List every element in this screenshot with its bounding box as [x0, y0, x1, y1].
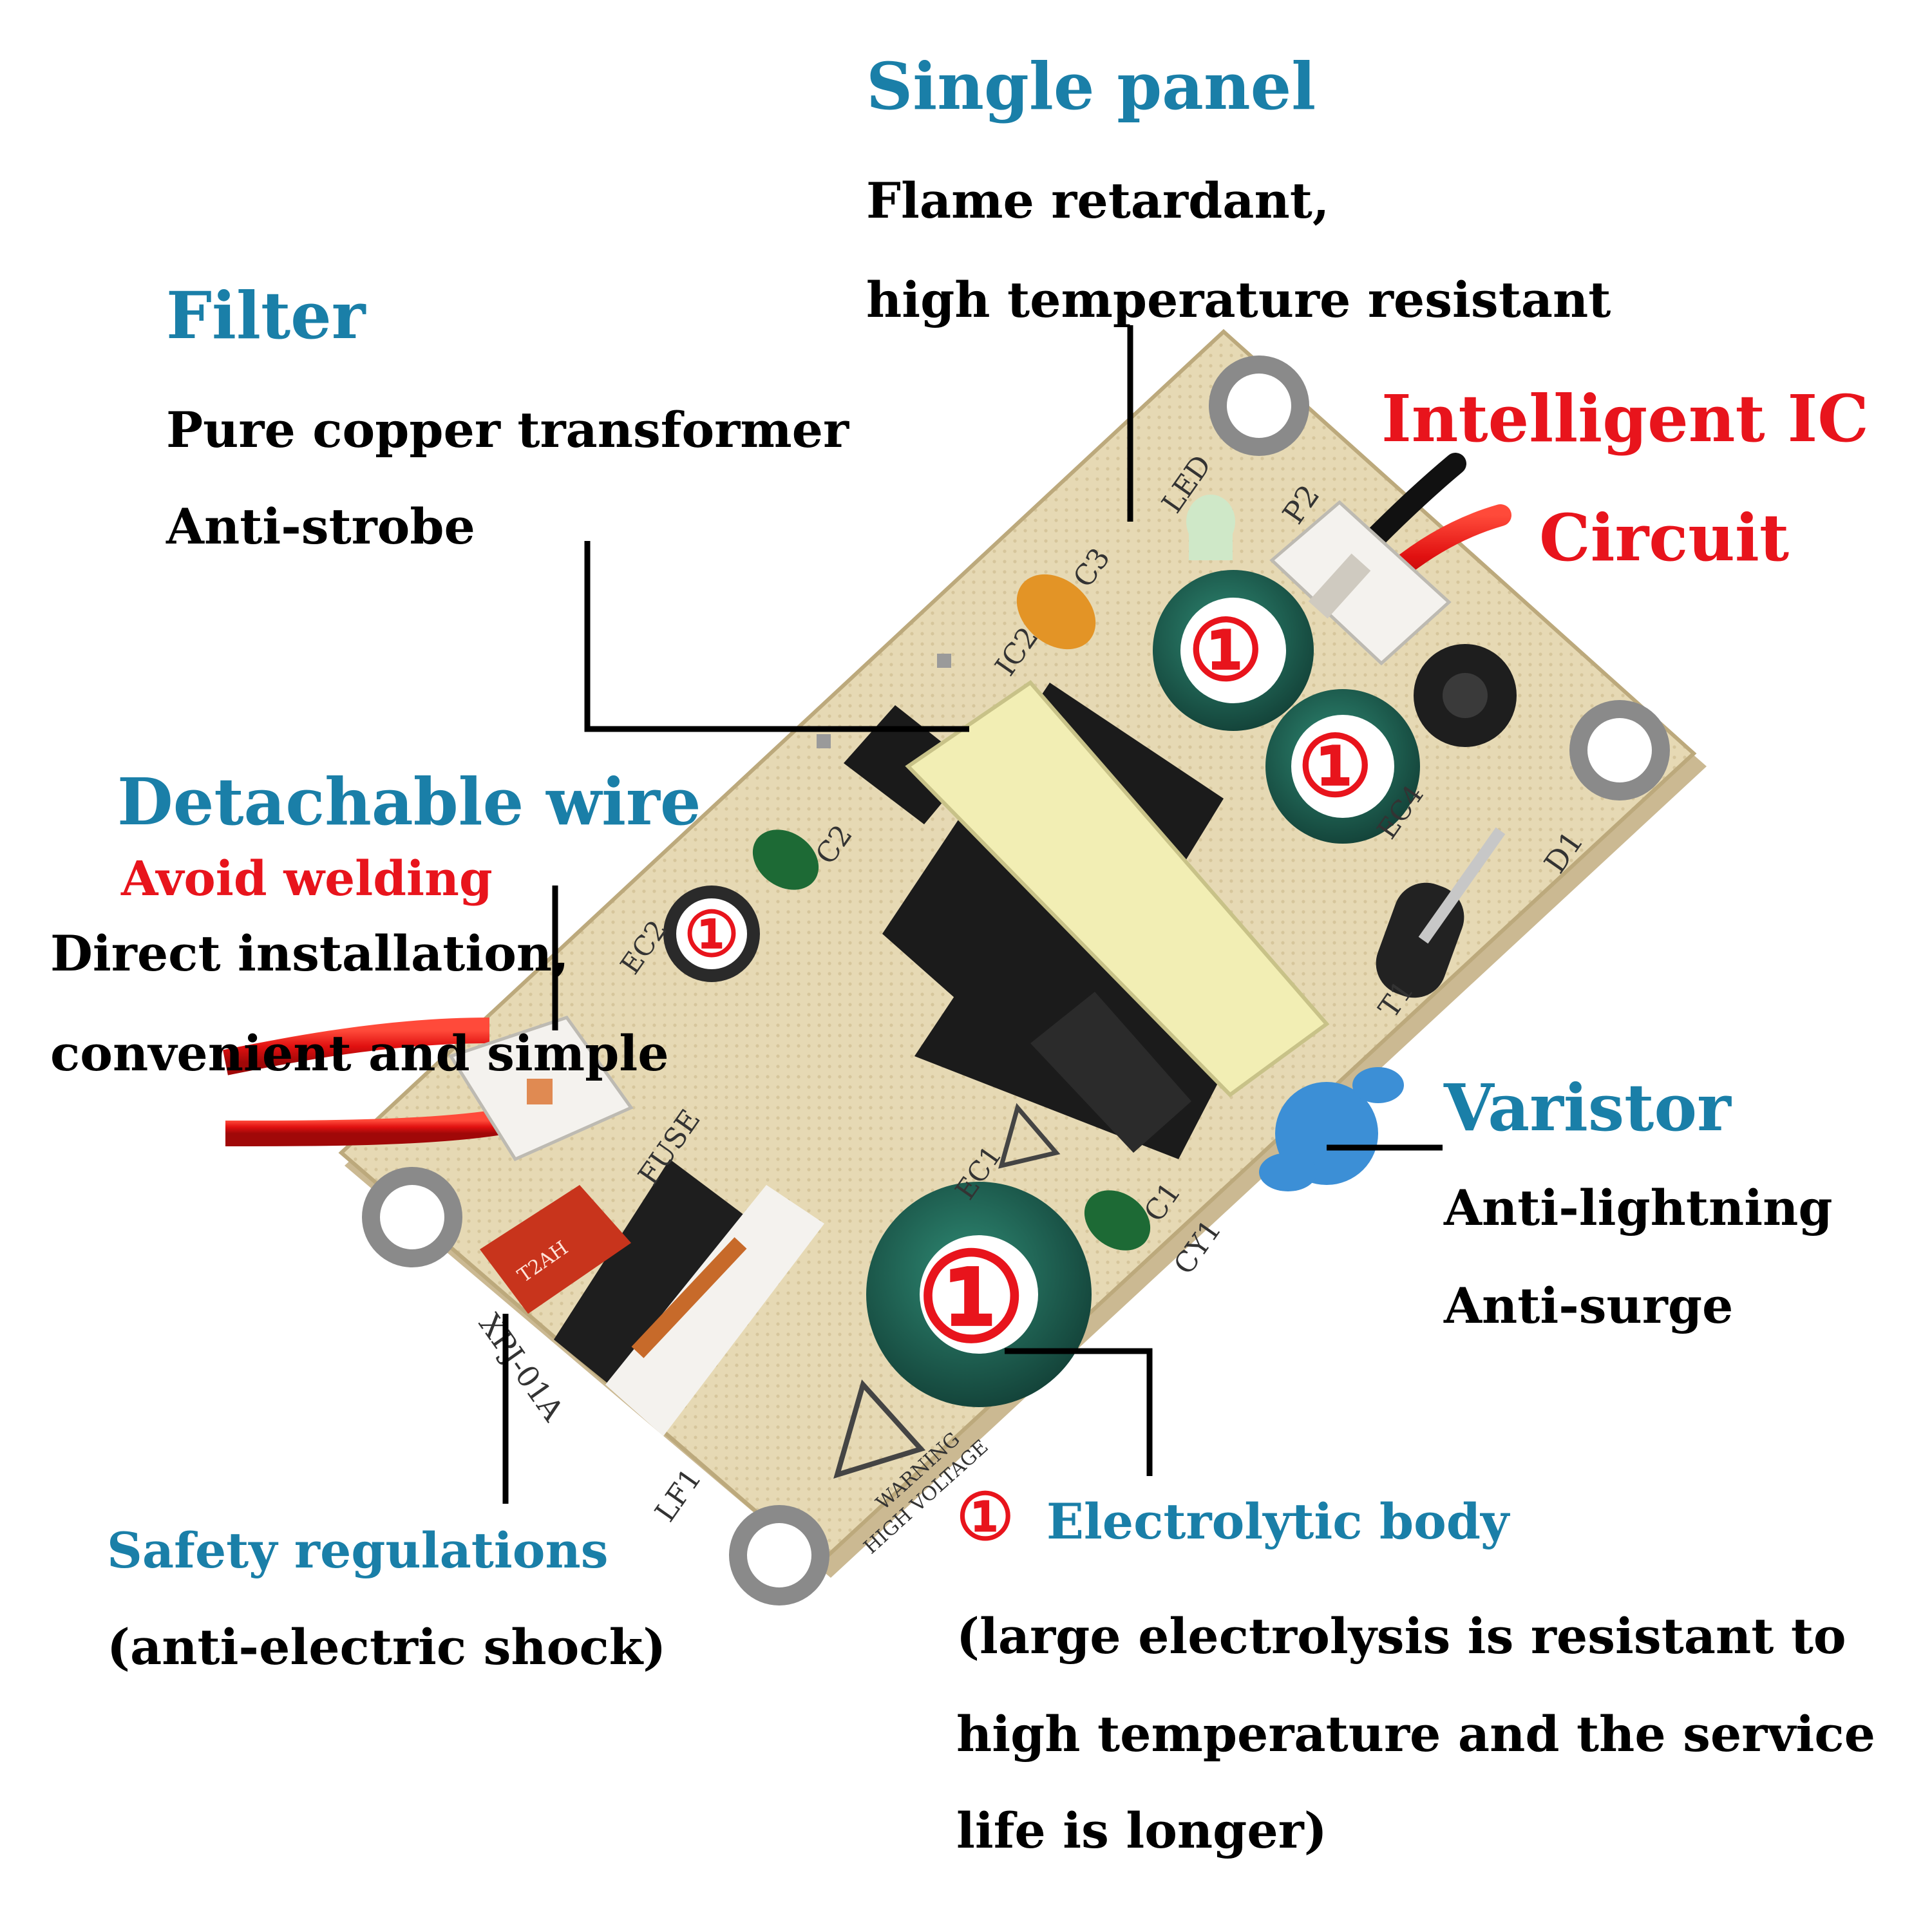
filter-title: Filter: [166, 278, 366, 354]
intelligent-ic-line1: Intelligent IC: [1381, 381, 1869, 457]
detachable-wire-line1: Direct installation,: [50, 925, 569, 982]
cap-badge-ec2: ①: [684, 898, 740, 971]
filter-line2: Anti-strobe: [166, 498, 475, 555]
c1-y-capacitor: [1084, 1190, 1151, 1251]
varistor: [1259, 1067, 1404, 1191]
detachable-wire-subtitle: Avoid welding: [121, 851, 493, 907]
led: [1186, 495, 1235, 560]
transformer: [882, 680, 1330, 1159]
electrolytic-line3: life is longer): [956, 1802, 1327, 1859]
varistor-line2: Anti-surge: [1444, 1277, 1734, 1334]
cap-badge-ec1: ①: [916, 1226, 1027, 1369]
filter-line1: Pure copper transformer: [166, 401, 849, 459]
l1-inductor: [1414, 644, 1517, 747]
cap-badge-ec4: ①: [1298, 717, 1373, 815]
ec3-capacitor: [1153, 570, 1314, 731]
mounting-holes: [362, 355, 1670, 1605]
c3-ceramic-cap: [1016, 574, 1096, 650]
single-panel-title: Single panel: [866, 48, 1316, 124]
warning-triangle-icon: [833, 1103, 1061, 1479]
varistor-line1: Anti-lightning: [1444, 1179, 1833, 1236]
electrolytic-badge: ①: [956, 1479, 1014, 1555]
intelligent-ic-line2: Circuit: [1539, 500, 1790, 576]
safety-line1: (anti-electric shock): [107, 1618, 667, 1676]
varistor-title: Varistor: [1444, 1070, 1731, 1146]
lf1-filter-choke: [554, 1159, 824, 1436]
fuse: [480, 1185, 631, 1314]
output-wires: [1269, 453, 1511, 666]
ec2-capacitor: [663, 886, 760, 982]
cap-badge-ec3: ①: [1188, 601, 1264, 699]
electrolytic-line1: (large electrolysis is resistant to: [956, 1607, 1846, 1665]
safety-title: Safety regulations: [107, 1522, 609, 1579]
ec4-capacitor: [1265, 689, 1420, 844]
single-panel-line2: high temperature resistant: [866, 271, 1611, 328]
electrolytic-title: Electrolytic body: [1046, 1493, 1510, 1550]
detachable-wire-line2: convenient and simple: [50, 1025, 669, 1082]
input-wire: [223, 1016, 634, 1162]
electrolytic-line2: high temperature and the service: [956, 1705, 1875, 1763]
detachable-wire-title: Detachable wire: [117, 764, 701, 840]
single-panel-line1: Flame retardant,: [866, 172, 1330, 229]
c2-y-capacitor: [752, 829, 819, 890]
d1-diode: [1376, 827, 1506, 998]
